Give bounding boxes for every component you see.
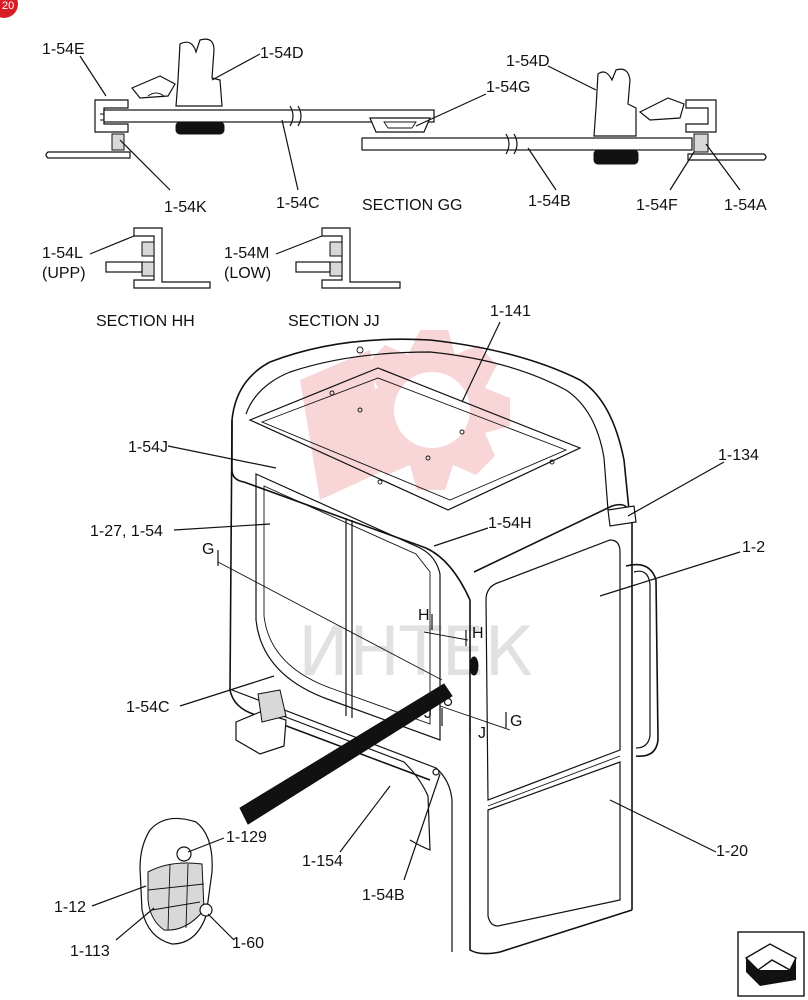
label-1-27-1-54: 1-27, 1-54	[90, 523, 163, 540]
navigation-arrow-icon[interactable]	[737, 931, 805, 997]
watermark-logo	[300, 330, 510, 500]
label-1-54J: 1-54J	[128, 439, 168, 456]
label-1-20: 1-20	[716, 843, 748, 860]
label-1-12: 1-12	[54, 899, 86, 916]
label-1-129: 1-129	[226, 829, 267, 846]
label-section-j-a: J	[424, 705, 432, 722]
corner-badge-text: 20	[2, 0, 14, 12]
label-upp: (UPP)	[42, 265, 86, 282]
mirror-drawing	[139, 817, 213, 945]
cab-leaders	[91, 321, 741, 941]
label-1-60: 1-60	[232, 935, 264, 952]
section-gg-leaders	[79, 53, 741, 191]
watermark-text: ИНТЕК	[298, 613, 533, 692]
label-1-113: 1-113	[70, 943, 110, 960]
section-gg-drawing	[45, 38, 767, 165]
labels: 1-54E 1-54D 1-54K 1-54C SECTION GG 1-54D…	[42, 41, 767, 960]
label-section-j-b: J	[478, 725, 486, 742]
label-1-54A: 1-54A	[724, 197, 767, 214]
label-1-54D-left: 1-54D	[260, 45, 304, 62]
label-section-h-b: H	[472, 625, 484, 642]
cab-drawing	[217, 338, 659, 955]
label-section-g-left: G	[202, 541, 214, 558]
label-section-jj: SECTION JJ	[288, 313, 380, 330]
label-1-134: 1-134	[718, 447, 759, 464]
label-1-54B-top: 1-54B	[528, 193, 571, 210]
label-1-2: 1-2	[742, 539, 765, 556]
section-jj-drawing	[275, 227, 401, 289]
label-section-g-right: G	[510, 713, 522, 730]
label-1-54L: 1-54L	[42, 245, 83, 262]
label-section-gg: SECTION GG	[362, 197, 462, 214]
label-1-54D-right: 1-54D	[506, 53, 550, 70]
label-section-h-a: H	[418, 607, 430, 624]
label-1-54E-top: 1-54E	[42, 41, 85, 58]
label-1-54M: 1-54M	[224, 245, 269, 262]
label-1-54F: 1-54F	[636, 197, 678, 214]
label-1-54C-low: 1-54C	[126, 699, 170, 716]
label-1-54G: 1-54G	[486, 79, 530, 96]
corner-badge: 20	[0, 0, 18, 18]
label-low: (LOW)	[224, 265, 271, 282]
label-1-154: 1-154	[302, 853, 343, 870]
section-hh-drawing	[89, 227, 211, 289]
label-1-54K: 1-54K	[164, 199, 207, 216]
label-1-54B-low: 1-54B	[362, 887, 405, 904]
label-1-141: 1-141	[490, 303, 531, 320]
label-1-54H: 1-54H	[488, 515, 532, 532]
label-1-54C-top: 1-54C	[276, 195, 320, 212]
label-section-hh: SECTION HH	[96, 313, 195, 330]
